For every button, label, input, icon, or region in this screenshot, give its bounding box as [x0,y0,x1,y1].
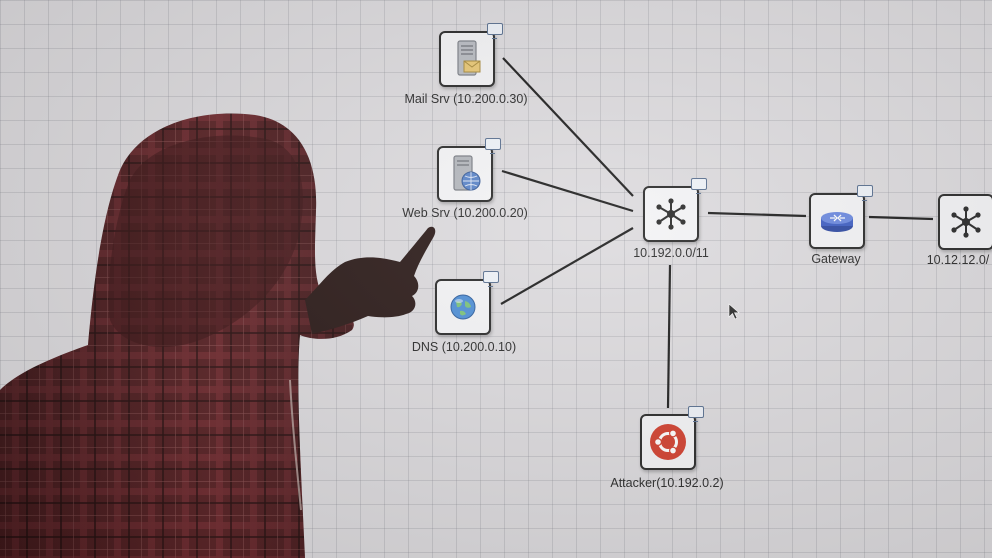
gateway-label: Gateway [811,252,861,266]
web-server-icon [453,155,481,191]
dns-label: DNS (10.200.0.10) [411,340,517,354]
monitor-icon [857,185,873,201]
router-icon [821,212,853,232]
ubuntu-logo-icon [650,424,686,460]
monitor-icon [485,138,501,154]
attacker-node[interactable] [640,406,704,470]
network-switch-icon [951,206,981,238]
switch-main-label: 10.192.0.0/11 [633,246,709,260]
switch-remote-node[interactable] [938,194,992,250]
globe-icon [450,294,476,320]
network-switch-icon [656,198,686,230]
mouse-cursor-icon [728,303,740,320]
mail-server-node[interactable] [439,23,503,87]
switch-main-node[interactable] [643,178,707,242]
dns-node[interactable] [435,271,499,335]
attacker-label: Attacker(10.192.0.2) [610,476,724,490]
mail-server-icon [457,40,481,76]
link-web-switch [501,169,634,213]
switch-remote-label: 10.12.12.0/ [926,253,990,267]
gateway-node[interactable] [809,185,873,249]
web-server-node[interactable] [437,138,501,202]
monitor-icon [688,406,704,422]
link-switch-gateway [707,211,807,218]
link-gateway-remote [868,215,934,221]
web-server-label: Web Srv (10.200.0.20) [402,206,528,220]
monitor-icon [483,271,499,287]
link-switch-attacker [666,264,672,409]
monitor-icon [691,178,707,194]
mail-server-label: Mail Srv (10.200.0.30) [404,92,528,106]
link-dns-switch [500,227,634,305]
monitor-icon [487,23,503,39]
link-mail-switch [502,57,634,197]
